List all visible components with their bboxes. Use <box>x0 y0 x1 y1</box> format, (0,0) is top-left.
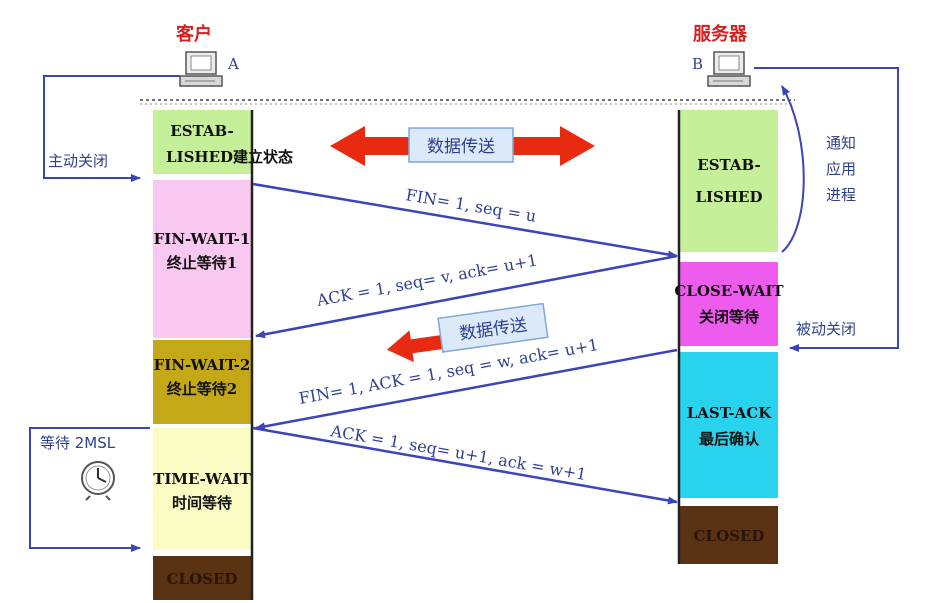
server-estab-label-2: LISHED <box>695 188 762 206</box>
fin2-arrow <box>255 348 678 431</box>
server-last-ack-cn: 最后确认 <box>699 430 760 448</box>
fin1-label: FIN= 1, seq = u <box>404 185 537 226</box>
server-close-wait-cn: 关闭等待 <box>699 308 759 326</box>
client-letter: A <box>227 55 239 73</box>
client-title: 客户 <box>176 23 212 45</box>
client-fin-wait-1-label: FIN-WAIT-1 <box>154 230 251 248</box>
data-transfer-arrow-2: 数据传送 <box>386 302 549 363</box>
client-state-column <box>153 110 254 600</box>
server-closed-box <box>680 506 778 564</box>
passive-close-label: 被动关闭 <box>796 320 856 338</box>
client-closed-box <box>153 556 251 600</box>
client-closed-label: CLOSED <box>167 570 238 588</box>
server-letter: B <box>692 55 703 73</box>
ack1-arrow <box>255 254 678 339</box>
server-closed-label: CLOSED <box>694 527 765 545</box>
server-last-ack-label: LAST-ACK <box>687 404 772 422</box>
notify-label-1: 通知 <box>826 134 856 152</box>
client-estab-box <box>153 110 251 174</box>
notify-label-2: 应用 <box>826 160 856 178</box>
client-fin-wait-1-box <box>153 180 251 338</box>
notify-label-3: 进程 <box>826 186 856 204</box>
client-time-wait-cn: 时间等待 <box>172 494 232 512</box>
computer-icon <box>707 51 751 87</box>
client-estab-label-1: ESTAB- <box>170 122 233 140</box>
client-fin-wait-2-cn: 终止等待2 <box>167 380 237 398</box>
server-close-wait-box <box>680 262 778 346</box>
client-estab-label-2: LISHED建立状态 <box>166 148 293 166</box>
fin1-arrow <box>252 182 678 259</box>
ack1-label: ACK = 1, seq= v, ack= u+1 <box>314 250 539 310</box>
client-time-wait-box <box>153 428 251 550</box>
active-close-label: 主动关闭 <box>48 152 108 170</box>
ack2-arrow <box>252 426 678 505</box>
computer-icon <box>179 51 223 87</box>
server-estab-label-1: ESTAB- <box>697 156 760 174</box>
server-estab-box <box>680 110 778 252</box>
wait-2msl-connector <box>29 427 150 552</box>
client-time-wait-label: TIME-WAIT <box>153 470 251 488</box>
wait-2msl-label: 等待 2MSL <box>40 434 116 452</box>
server-close-wait-label: CLOSE-WAIT <box>674 282 784 300</box>
server-last-ack-box <box>680 352 778 498</box>
passive-close-connector <box>754 67 899 352</box>
clock-icon <box>81 461 115 501</box>
notify-app-connector <box>781 85 805 253</box>
server-title: 服务器 <box>693 23 748 45</box>
client-fin-wait-2-box <box>153 340 251 424</box>
active-close-connector <box>43 75 180 182</box>
client-fin-wait-2-label: FIN-WAIT-2 <box>154 356 251 374</box>
data-transfer-label-1: 数据传送 <box>427 137 495 157</box>
ack2-label: ACK = 1, seq= u+1, ack = w+1 <box>328 421 588 484</box>
client-fin-wait-1-cn: 终止等待1 <box>167 254 237 272</box>
server-state-column <box>677 110 778 564</box>
data-transfer-arrow-1 <box>330 126 595 166</box>
